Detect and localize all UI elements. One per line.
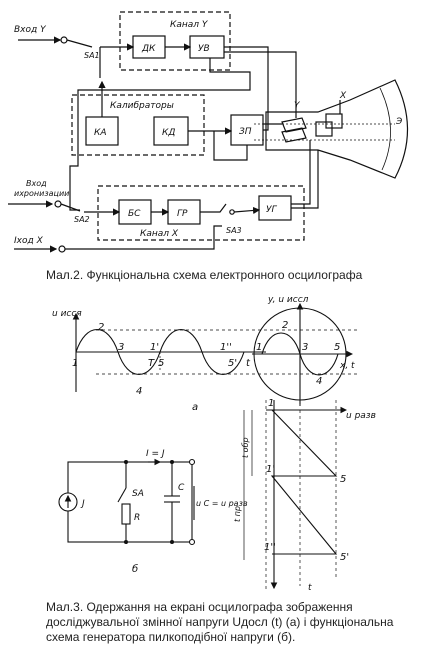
graph-a-t: t xyxy=(246,358,251,369)
plate-x-label: X xyxy=(339,91,347,101)
screen-point-2: 2 xyxy=(282,320,288,331)
waveform-graph xyxy=(72,302,360,406)
sa1-label: SA1 xyxy=(84,51,100,60)
sweep-t-fwd: t пр xyxy=(233,506,242,522)
screen-point-1: 1 xyxy=(256,342,262,353)
graph-a-point-1: 1 xyxy=(72,358,78,369)
generator-source: J xyxy=(80,499,85,509)
graph-a-point-1p: 1' xyxy=(150,342,159,353)
sweep-point-5p: 5' xyxy=(340,552,349,563)
figure-2-caption: Мал.2. Функціональна схема електронного … xyxy=(46,268,363,282)
graph-a-point-2: 2 xyxy=(98,322,104,333)
generator-circuit xyxy=(58,458,196,546)
sweep-axis-t: t xyxy=(308,583,312,593)
sweep-point-5: 5 xyxy=(340,474,346,485)
generator-current: I = J xyxy=(146,449,165,459)
sweep-t-rev: t обр xyxy=(241,437,250,458)
graph-a-point-3: 3 xyxy=(118,342,124,353)
sweep-axis-x: u разв xyxy=(346,411,376,421)
screen-point-4: 4 xyxy=(316,376,322,387)
channel-x-label: Канал X xyxy=(140,229,179,239)
block-bs-label: БС xyxy=(128,209,141,219)
input-sync-label-1: Вход xyxy=(26,179,47,188)
block-ug-label: УГ xyxy=(266,205,277,215)
crt-tube xyxy=(265,79,408,179)
input-sync-label-2: ихронизации xyxy=(14,189,69,198)
plate-y-label: Y xyxy=(294,101,301,111)
calibrators-frame xyxy=(71,94,205,156)
sweep-point-1p: 1' xyxy=(266,464,275,475)
graph-a-period: T xyxy=(148,358,155,369)
input-y-label: Вход Y xyxy=(14,25,47,35)
calibrators-label: Калибраторы xyxy=(110,101,174,111)
screen-axis-y: y, u иссл xyxy=(267,295,309,305)
x-plates xyxy=(315,121,333,137)
sa3-label: SA3 xyxy=(226,226,242,235)
block-uv-label: УВ xyxy=(198,44,210,54)
input-x-label: Iход X xyxy=(14,236,44,246)
generator-label: б xyxy=(132,563,138,575)
generator-resistor: R xyxy=(134,513,140,523)
block-scheme xyxy=(8,11,408,253)
sawtooth xyxy=(270,409,338,555)
block-dk-label: ДК xyxy=(141,44,156,54)
block-kd-label: КД xyxy=(162,128,175,138)
graph-a-point-5p: 5' xyxy=(228,358,237,369)
graph-a-point-4: 4 xyxy=(136,386,142,397)
generator-switch: SA xyxy=(132,489,144,499)
channel-x-frame xyxy=(97,185,305,241)
sweep-diagram xyxy=(243,400,348,590)
block-gr-label: ГР xyxy=(177,209,188,219)
sweep-point-1pp: 1'' xyxy=(264,542,276,553)
graph-a-ylabel: u исся xyxy=(52,309,82,319)
screen-wave xyxy=(261,332,339,376)
figure-3-caption: Мал.3. Одержання на екрані осцилографа з… xyxy=(46,600,394,644)
sa2-label: SA2 xyxy=(74,215,90,224)
screen-label: Э xyxy=(395,117,403,127)
screen-axis-x: x, t xyxy=(339,361,355,371)
screen-point-5: 5 xyxy=(334,342,340,353)
graph-a-point-5: 5 xyxy=(158,358,164,369)
sweep-point-1: 1 xyxy=(268,398,274,409)
graph-a-point-1pp: 1'' xyxy=(220,342,232,353)
block-ka-label: КА xyxy=(94,128,107,138)
resistor-r xyxy=(121,503,131,525)
generator-voltage: u C = u разв xyxy=(196,499,248,508)
graph-a-label: а xyxy=(192,402,198,413)
channel-y-frame xyxy=(119,11,231,71)
channel-y-label: Канал Y xyxy=(170,20,209,30)
block-zp-label: ЗП xyxy=(239,127,252,137)
y-plates xyxy=(281,117,307,133)
screen-point-3: 3 xyxy=(302,342,308,353)
generator-capacitor: C xyxy=(178,483,185,493)
